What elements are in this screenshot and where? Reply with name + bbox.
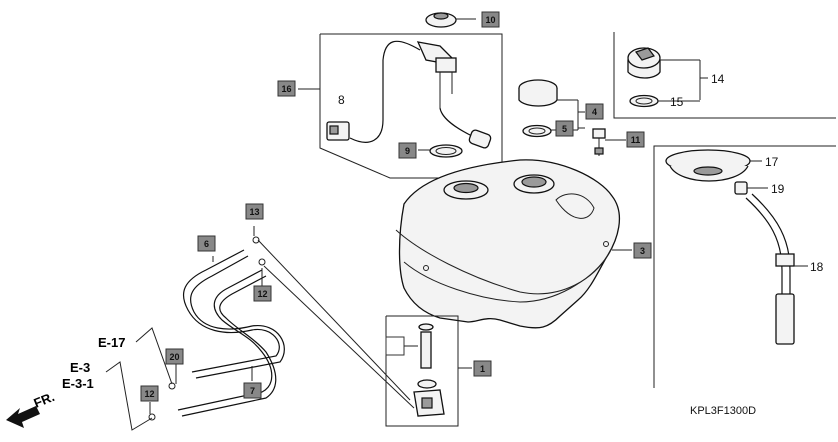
callout-6: 6 <box>197 235 216 252</box>
label-15: 15 <box>670 95 684 109</box>
svg-text:3: 3 <box>640 246 645 256</box>
leader-lines <box>105 18 808 431</box>
callout-16: 16 <box>277 80 296 97</box>
filler-cap-assy <box>518 79 558 138</box>
valve-group-frame <box>385 315 459 427</box>
svg-text:10: 10 <box>485 15 495 25</box>
callout-blank-box <box>385 336 418 356</box>
svg-text:6: 6 <box>204 239 209 249</box>
svg-text:FR.: FR. <box>32 389 57 411</box>
callout-4: 4 <box>585 103 604 120</box>
label-17: 17 <box>765 155 779 169</box>
ref-e3: E-3 <box>70 360 90 375</box>
svg-text:12: 12 <box>144 389 154 399</box>
fuel-cap <box>627 47 661 108</box>
fuel-valve <box>413 323 445 417</box>
front-direction-arrow: FR. <box>6 389 57 428</box>
callout-12-upper: 12 <box>253 285 272 302</box>
pump-lock-ring <box>425 12 457 28</box>
fuel-tank <box>395 159 620 329</box>
callout-9: 9 <box>398 142 417 159</box>
svg-text:9: 9 <box>405 146 410 156</box>
callout-10: 10 <box>481 11 500 28</box>
callout-1: 1 <box>473 360 492 377</box>
label-14: 14 <box>711 72 725 86</box>
svg-text:1: 1 <box>480 364 485 374</box>
label-19: 19 <box>771 182 785 196</box>
svg-text:11: 11 <box>631 135 641 145</box>
bolt <box>592 128 606 156</box>
callout-20: 20 <box>165 348 184 365</box>
callout-12-lower: 12 <box>140 385 159 402</box>
diagram-code: KPL3F1300D <box>690 405 756 417</box>
svg-text:7: 7 <box>250 386 255 396</box>
label-8: 8 <box>338 93 345 107</box>
svg-text:5: 5 <box>562 124 567 134</box>
drain-group-frame <box>653 145 836 388</box>
svg-text:16: 16 <box>281 84 291 94</box>
svg-text:12: 12 <box>257 289 267 299</box>
callout-3: 3 <box>633 242 652 259</box>
label-18: 18 <box>810 260 824 274</box>
fuel-hoses <box>148 236 415 421</box>
fuel-pump-group <box>319 33 503 179</box>
svg-text:4: 4 <box>592 107 597 117</box>
ref-e31: E-3-1 <box>62 376 94 391</box>
svg-text:13: 13 <box>249 207 259 217</box>
callout-5: 5 <box>555 120 574 137</box>
callout-11: 11 <box>626 131 645 148</box>
svg-text:20: 20 <box>169 352 179 362</box>
ref-e17: E-17 <box>98 335 125 350</box>
callout-13: 13 <box>245 203 264 220</box>
drain-assy <box>665 149 795 345</box>
callout-7: 7 <box>243 382 262 399</box>
cap-group-frame <box>613 32 836 119</box>
